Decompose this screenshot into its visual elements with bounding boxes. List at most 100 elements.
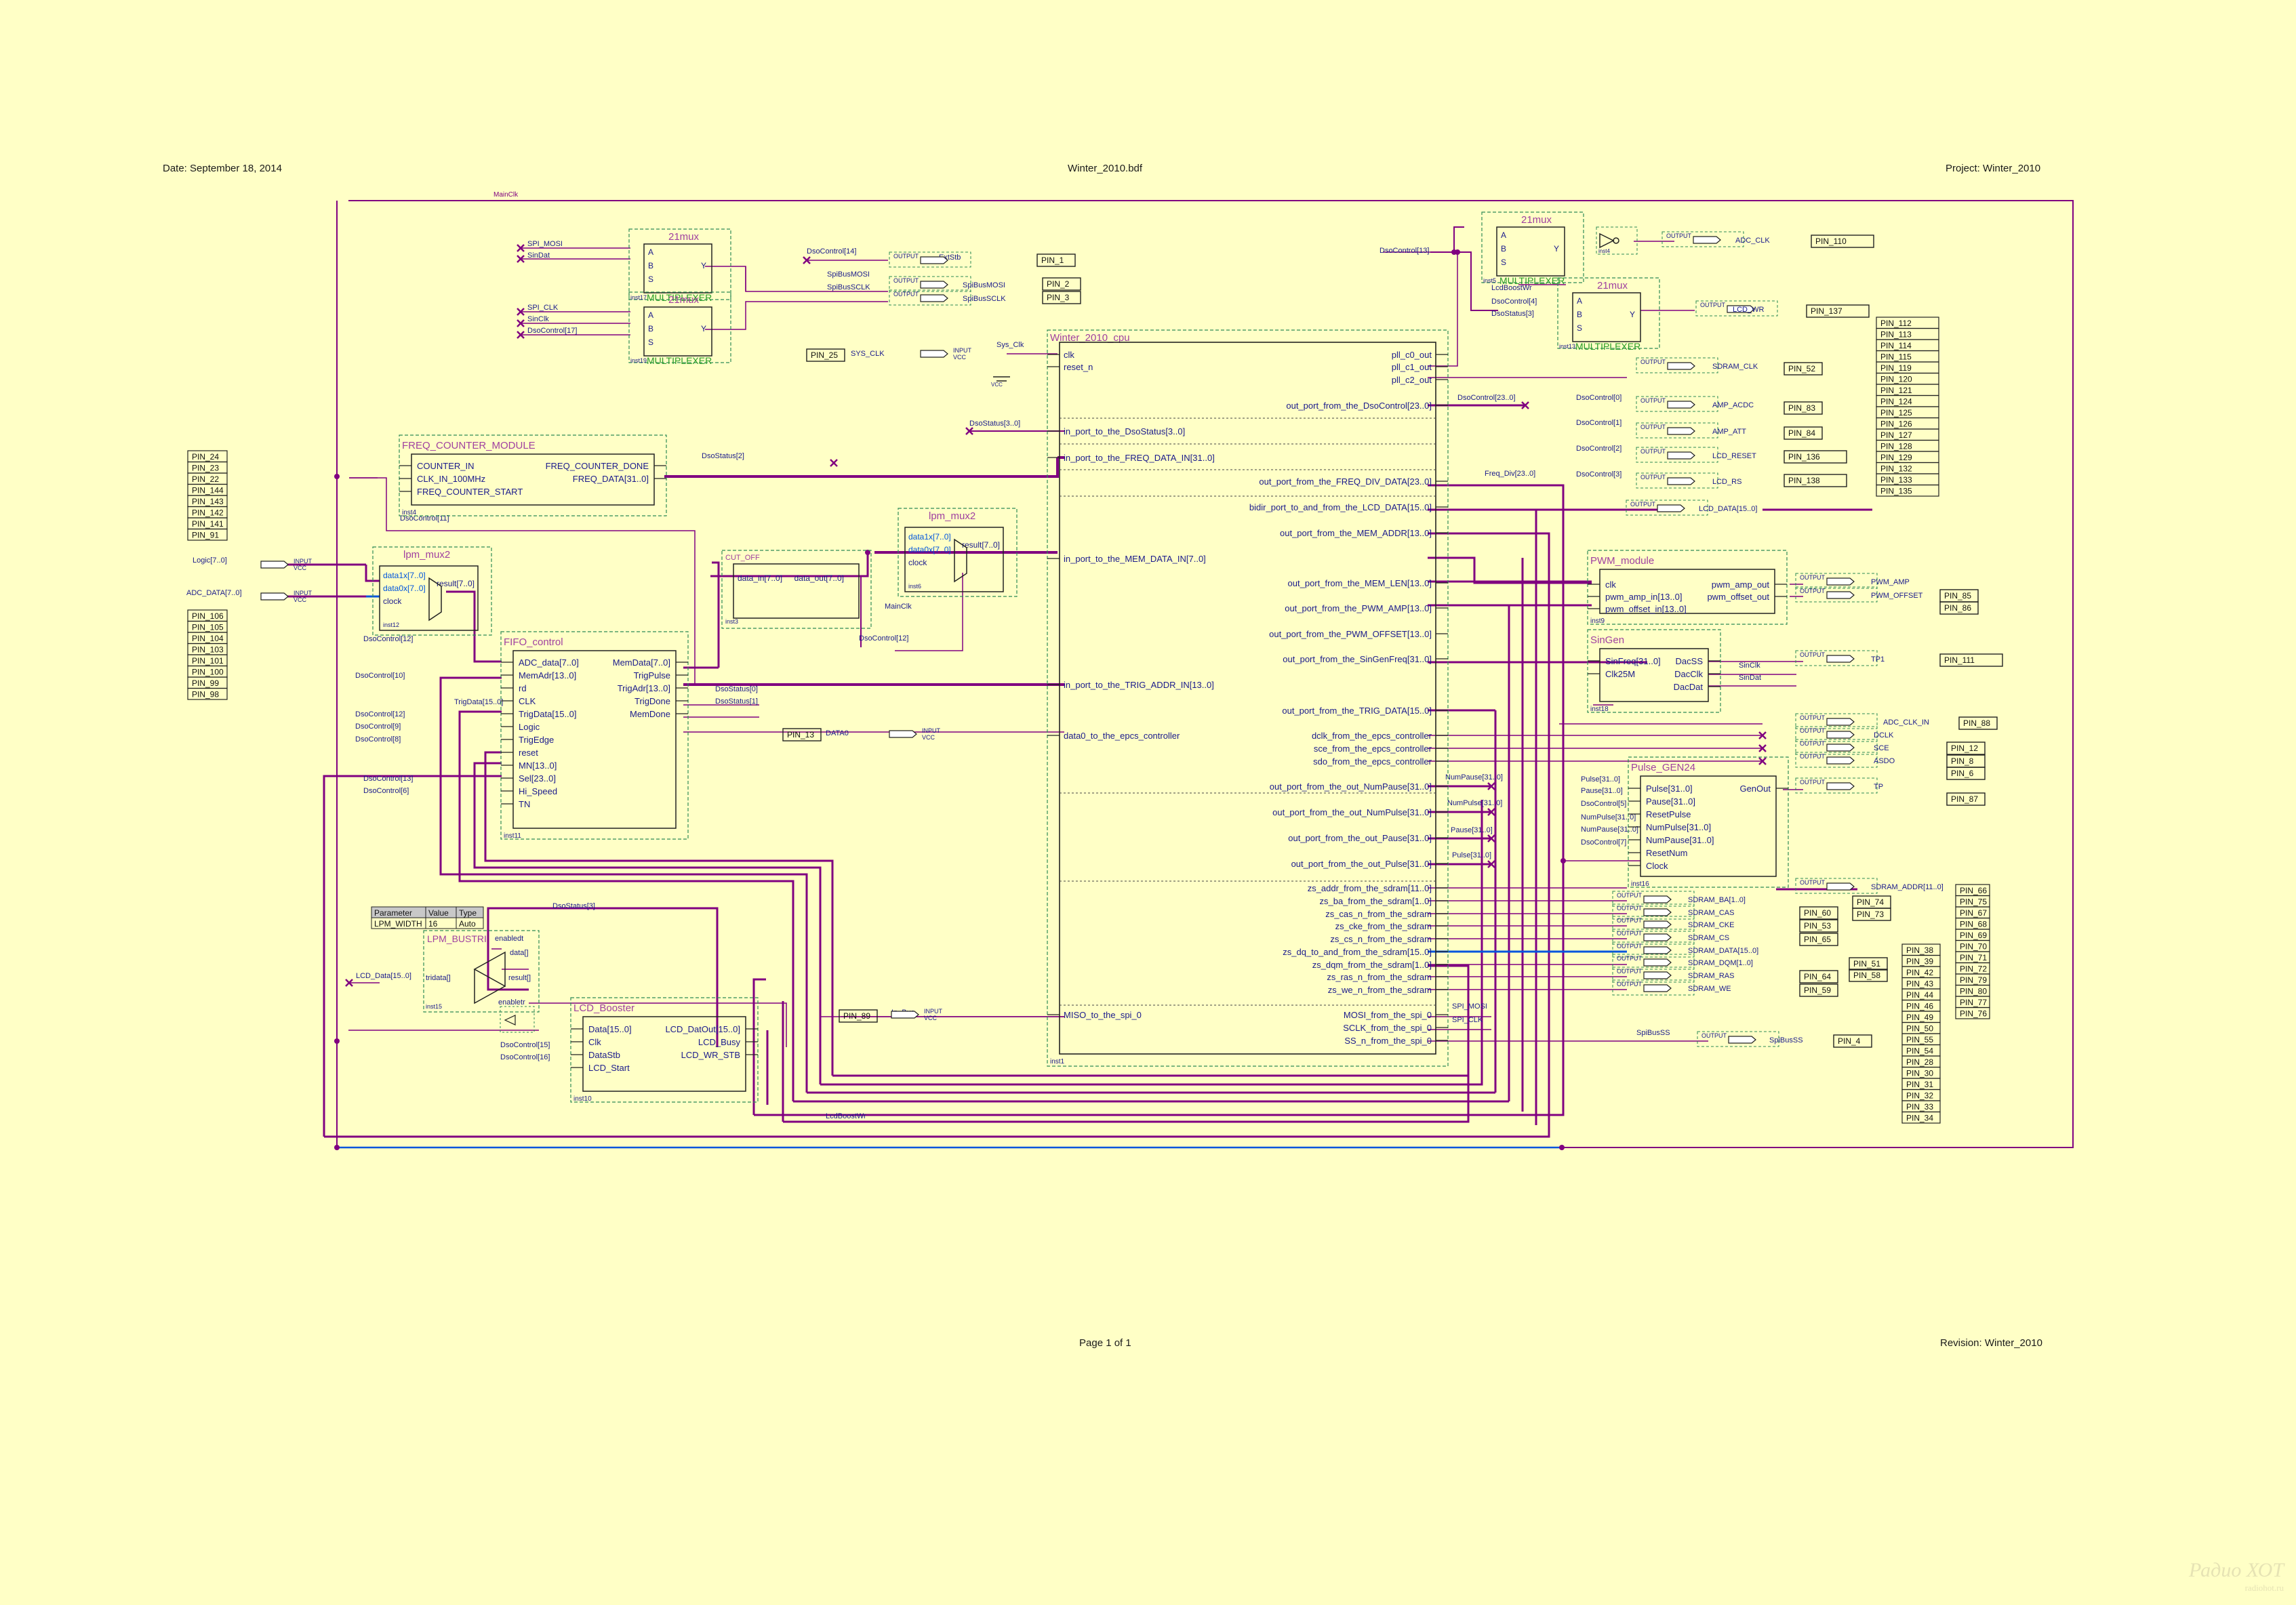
out-name: PWM_AMP (1871, 578, 1910, 586)
fifo-port: Hi_Speed (519, 786, 557, 796)
signal-label: SPI_MOSI (527, 240, 563, 248)
out-name: AMP_ATT (1712, 428, 1746, 436)
fifo-port: MN[13..0] (519, 760, 557, 771)
pin-name: PIN_2 (1047, 279, 1070, 289)
output-tag: OUTPUT (1800, 779, 1826, 786)
lpm-mux-b-block (904, 527, 1004, 592)
lcd-booster-title: LCD_Booster (573, 1002, 635, 1014)
output-tag: OUTPUT (1800, 574, 1826, 581)
pin-name: PIN_24 (192, 452, 219, 462)
freq-counter-port: FREQ_COUNTER_DONE (546, 461, 649, 471)
wire-label: MainClk (494, 191, 519, 199)
lcd-booster-port: Clk (588, 1037, 601, 1047)
pin-name: PIN_66 (1960, 886, 1987, 895)
cutoff-inst: inst3 (725, 618, 738, 625)
param-header: Value (428, 908, 449, 918)
port: A (648, 247, 653, 257)
asdo-output (1826, 756, 1855, 765)
cpu-inst: inst1 (1050, 1058, 1065, 1065)
amp-att-output (1667, 427, 1695, 435)
lcd-booster-instance (570, 997, 759, 1103)
port: A (1501, 230, 1506, 240)
no-connect-mark (965, 427, 973, 435)
param-value: 16 (428, 919, 438, 929)
pin-name: PIN_87 (1951, 794, 1978, 804)
cpu-input-port: clk (1064, 350, 1074, 360)
output-tag: OUTPUT (1617, 955, 1643, 962)
pin-box (1833, 1034, 1872, 1048)
mux-to-fifo (446, 590, 502, 663)
pin-name: PIN_52 (1788, 364, 1815, 373)
pwm-module-port: pwm_offset_out (1707, 592, 1769, 602)
signal-label: DsoControl[4] (1491, 298, 1537, 306)
output-tag: OUTPUT (1800, 727, 1826, 734)
cpu-output-port: dclk_from_the_epcs_controller (1312, 731, 1432, 741)
sdram-addr-output (1826, 882, 1855, 891)
output-tag: OUTPUT (1617, 930, 1643, 937)
pwm-module-title: PWM_module (1590, 555, 1654, 567)
signal-label: DsoControl[12] (355, 710, 405, 718)
pin-layer: INPUTVCCINPUTVCCINPUTVCCINPUTVCCINPUTVCC… (187, 231, 2003, 1124)
pin-name: PIN_55 (1906, 1035, 1933, 1044)
lcd-booster-block (582, 1016, 746, 1092)
cpu-output-port: out_port_from_the_out_NumPulse[31..0] (1272, 807, 1432, 817)
junction-dot (334, 1145, 340, 1150)
pin-name: PIN_12 (1951, 744, 1978, 753)
signal-label: DsoControl[17] (527, 327, 577, 335)
sce-output (1826, 744, 1855, 752)
pin-frame (1612, 891, 1695, 907)
junction-dot (1559, 1145, 1565, 1150)
signal-label: LcdBoostWr (826, 1112, 866, 1120)
cpu-input-port: in_port_to_the_FREQ_DATA_IN[31..0] (1064, 453, 1215, 463)
signal-label: DsoControl[11] (400, 514, 449, 523)
pin-frame (1612, 916, 1695, 932)
output-tag: OUTPUT (1700, 302, 1726, 308)
out-name: SDRAM_DATA[15..0] (1688, 947, 1758, 955)
cpu-output-port: out_port_from_the_TRIG_DATA[15..0] (1282, 706, 1432, 716)
signal-label: SPI_MOSI (1452, 1002, 1487, 1011)
pin-name: PIN_43 (1906, 979, 1933, 989)
dclk-output (1826, 731, 1855, 739)
signal-label: Pause[31..0] (1451, 826, 1493, 834)
no-connect-mark (1487, 834, 1495, 842)
input-tag: INPUT (922, 727, 941, 734)
output-tag: OUTPUT (1666, 232, 1692, 239)
fifo-port: Logic (519, 722, 540, 732)
vcc-label: VCC (991, 382, 1003, 388)
pwm-module-block (1599, 569, 1775, 614)
port: data_in[7..0] (738, 573, 782, 583)
cpu-output-port: sdo_from_the_epcs_controller (1313, 756, 1432, 767)
out-name: LCD_DATA[15..0] (1699, 505, 1757, 513)
input-tag: INPUT (294, 558, 313, 565)
signal-label: DsoControl[13] (1379, 247, 1429, 255)
output-tag: OUTPUT (1701, 1032, 1727, 1039)
out-name: SDRAM_ADDR[11..0] (1871, 883, 1943, 891)
pwm-offset-output (1826, 591, 1855, 599)
pin-name: PIN_138 (1788, 476, 1820, 485)
out-name: SDRAM_WE (1688, 985, 1731, 993)
out-name: ADC_CLK_IN (1883, 718, 1929, 727)
sdram-clk-output (1667, 362, 1695, 370)
pin-name: PIN_1 (1041, 256, 1064, 265)
pin-name: PIN_77 (1960, 998, 1987, 1007)
no-connect-mark (1758, 744, 1767, 752)
pin-name: PIN_32 (1906, 1091, 1933, 1101)
lpm-mux-b-title: lpm_mux2 (929, 510, 975, 522)
pin-name: PIN_49 (1906, 1013, 1933, 1022)
pin-name: PIN_13 (787, 730, 814, 739)
param-header: Parameter (374, 908, 412, 918)
cpu-output-port: SS_n_from_the_spi_0 (1344, 1036, 1432, 1046)
output-tag: OUTPUT (1800, 714, 1826, 721)
vcc-tag: VCC (953, 354, 967, 361)
pin-name: PIN_3 (1047, 293, 1070, 302)
logic-to-mux (365, 565, 380, 582)
pin-box (1784, 426, 1823, 440)
mux21-d-inst: inst13 (1559, 343, 1575, 350)
cpu-output-port: pll_c1_out (1392, 362, 1432, 372)
signal-label: NumPause[31..0] (1445, 773, 1503, 781)
pin-frame (1795, 739, 1878, 755)
singen-instance (1587, 629, 1721, 713)
fifo-port: TrigEdge (519, 735, 554, 745)
port: B (1501, 244, 1506, 253)
signal-label: DsoControl[9] (355, 723, 401, 731)
